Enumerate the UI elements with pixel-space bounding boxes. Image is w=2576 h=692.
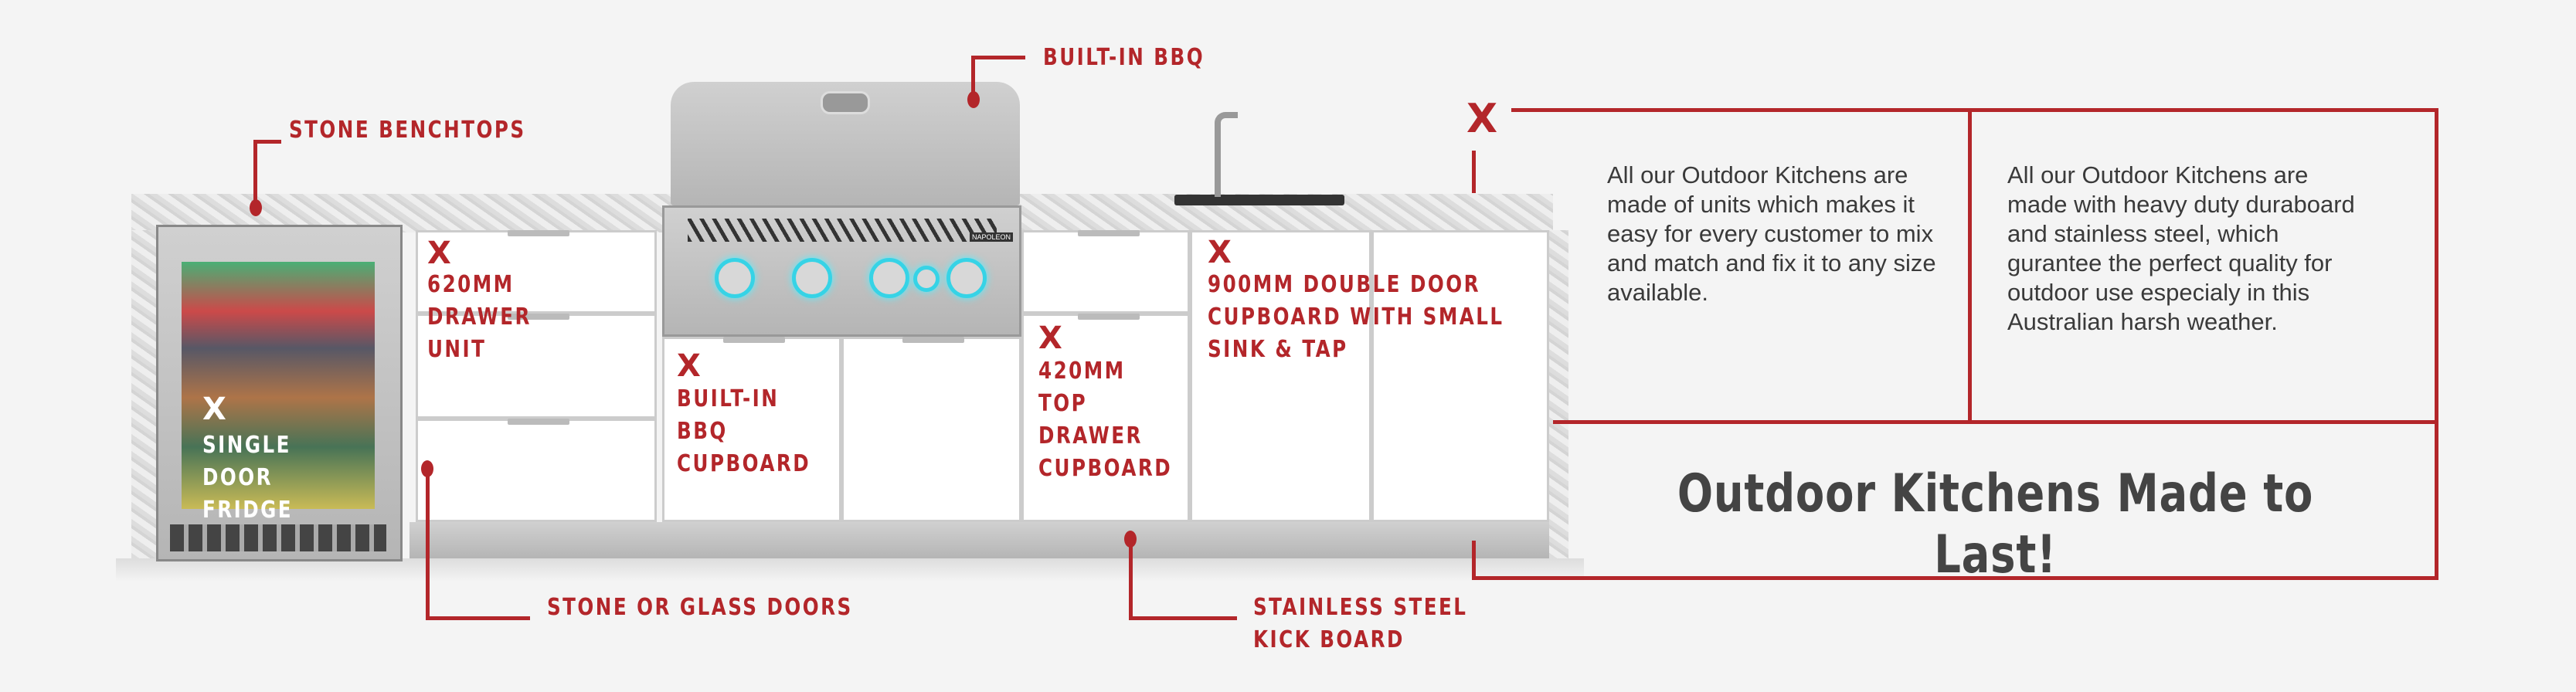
- rotisserie-knob: [913, 266, 940, 292]
- top-drawer-marker-icon: X: [1038, 321, 1062, 356]
- sink: [1174, 195, 1344, 205]
- kick-board: [410, 522, 1549, 558]
- bbq-control-panel: NAPOLEON: [662, 205, 1021, 337]
- top-drawer-cupboard-door: [1021, 314, 1190, 522]
- fridge-glass: [182, 262, 375, 509]
- stone-end-panel-right: [1549, 230, 1568, 558]
- frame-left-lower: [1472, 541, 1476, 579]
- headline: Outdoor Kitchens Made to Last!: [1677, 463, 2314, 585]
- burner-knob-2: [792, 258, 832, 298]
- leader-line: [971, 56, 975, 94]
- drawer-2: [416, 314, 657, 419]
- pointer-dot: [250, 199, 262, 216]
- bbq-cupboard-door-left: [662, 337, 841, 522]
- burner-knob-3: [869, 258, 909, 298]
- pointer-dot: [967, 91, 980, 108]
- leader-line: [253, 140, 257, 205]
- info-materials-text: All our Outdoor Kitchens are made with h…: [2007, 161, 2355, 335]
- grill-brand-logo: NAPOLEON: [970, 232, 1014, 242]
- built-in-bbq-label: BUILT-IN BBQ: [1043, 44, 1205, 71]
- leader-line: [971, 56, 1025, 59]
- fridge-marker-icon: X: [202, 392, 226, 427]
- frame-middle: [1553, 420, 2438, 424]
- stone-glass-doors-label: STONE OR GLASS DOORS: [547, 594, 853, 621]
- fridge-vent: [170, 524, 386, 551]
- top-drawer: [1021, 230, 1190, 314]
- info-modular-text: All our Outdoor Kitchens are made of uni…: [1607, 161, 1936, 306]
- drawer-unit-marker-icon: X: [427, 236, 451, 271]
- leader-line: [1129, 616, 1237, 620]
- burner-knob-4: [946, 258, 987, 298]
- double-door-right: [1371, 230, 1549, 522]
- leader-line: [426, 467, 430, 620]
- frame-bottom: [1472, 576, 2438, 580]
- fridge: [156, 225, 403, 561]
- burner-knob-1: [715, 258, 755, 298]
- frame-divider: [1968, 108, 1972, 422]
- frame-left-upper: [1472, 151, 1476, 193]
- floor-shadow: [116, 558, 1584, 582]
- stone-end-panel-left: [131, 230, 158, 558]
- bbq-thermometer: [821, 91, 870, 114]
- leader-line: [426, 616, 530, 620]
- frame-right: [2435, 108, 2438, 579]
- frame-marker-icon: X: [1466, 96, 1498, 142]
- double-door-marker-icon: X: [1208, 235, 1232, 270]
- bbq-vent: [688, 219, 997, 242]
- frame-top: [1511, 108, 2438, 112]
- leader-line: [253, 140, 281, 144]
- tap: [1215, 112, 1238, 197]
- stone-benchtops-label: STONE BENCHTOPS: [289, 117, 526, 144]
- drawer-3: [416, 419, 657, 522]
- double-door-left: [1190, 230, 1371, 522]
- bbq-cupboard-marker-icon: X: [677, 348, 701, 384]
- drawer-1: [416, 230, 657, 314]
- leader-line: [1129, 538, 1133, 620]
- bbq-cupboard-door-right: [841, 337, 1021, 522]
